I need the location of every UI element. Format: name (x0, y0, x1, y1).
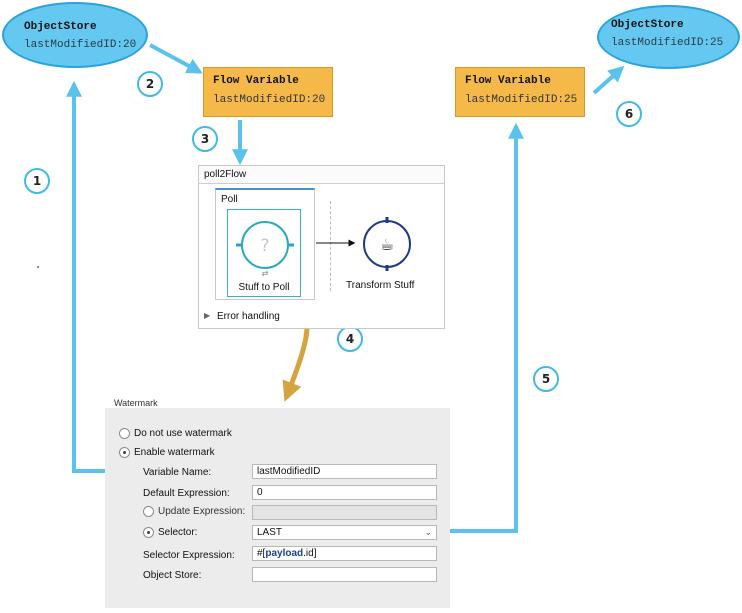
radio-enable-watermark[interactable] (119, 447, 130, 458)
object-store-label: Object Store: (143, 570, 202, 581)
default-expression-input[interactable]: 0 (252, 485, 437, 500)
refresh-arrows-icon: ⇄ (262, 269, 269, 278)
selector-dropdown[interactable]: LAST ⌄ (252, 525, 437, 540)
update-expression-label: Update Expression: (158, 506, 246, 517)
variable-name-input[interactable]: lastModifiedID (252, 464, 437, 479)
object-store-left: ObjectStore lastModifiedID:20 (2, 2, 148, 68)
badge-1: 1 (24, 168, 50, 194)
flow-variable-left: Flow Variable lastModifiedID:20 (203, 67, 333, 117)
radio-update-expression[interactable] (143, 506, 154, 517)
error-handling-expand-icon[interactable]: ▶ (204, 311, 211, 320)
flow-variable-left-value: lastModifiedID:20 (213, 94, 326, 106)
selector-expression-suffix: .id] (303, 548, 317, 559)
transform-component[interactable]: ☕ (359, 216, 415, 272)
variable-name-label: Variable Name: (143, 467, 212, 478)
option-none-label[interactable]: Do not use watermark (134, 428, 232, 439)
flow-variable-right: Flow Variable lastModifiedID:25 (455, 67, 585, 117)
poll-component-label: Stuff to Poll (238, 282, 290, 293)
poll-component-graphic: ? ⇄ (236, 221, 294, 278)
stray-dot (37, 266, 39, 268)
radio-selector[interactable] (143, 527, 154, 538)
poll-component[interactable]: ? ⇄ Stuff to Poll (227, 209, 301, 297)
default-expression-label: Default Expression: (143, 488, 230, 499)
question-mark-icon: ? (260, 236, 269, 256)
selector-expression-label: Selector Expression: (143, 550, 235, 561)
flow-title: poll2Flow (204, 169, 247, 180)
error-handling-label[interactable]: Error handling (217, 311, 280, 322)
badge-6: 6 (616, 101, 642, 127)
selector-expression-prefix: #[ (257, 548, 266, 559)
selector-expression-keyword: payload (265, 548, 304, 559)
arrow-6 (592, 65, 625, 95)
flow-variable-right-title: Flow Variable (465, 75, 551, 87)
object-store-left-title: ObjectStore (24, 21, 97, 33)
arrow-5 (440, 122, 524, 533)
option-enable-label[interactable]: Enable watermark (134, 447, 215, 458)
object-store-right-value: lastModifiedID:25 (611, 37, 724, 49)
poll-scope[interactable]: Poll ? ⇄ Stuff to Poll (215, 188, 315, 300)
flow-container: poll2Flow Poll ? ⇄ Stuff to Poll ☕ Trans… (198, 165, 445, 329)
badge-3: 3 (192, 126, 218, 152)
watermark-section-title: Watermark (114, 398, 158, 408)
watermark-panel: Do not use watermark Enable watermark Va… (105, 408, 450, 608)
poll-scope-label: Poll (221, 194, 238, 205)
badge-5: 5 (533, 366, 559, 392)
selector-expression-input[interactable]: #[payload.id] (252, 546, 437, 561)
flow-variable-left-title: Flow Variable (213, 75, 299, 87)
selector-label: Selector: (158, 527, 198, 538)
flow-separator (330, 201, 331, 291)
java-cup-icon: ☕ (380, 235, 394, 254)
update-expression-input[interactable] (252, 505, 437, 520)
connector-arrow (316, 239, 356, 247)
object-store-right-title: ObjectStore (611, 19, 684, 31)
flow-variable-right-value: lastModifiedID:25 (465, 94, 578, 106)
badge-2: 2 (137, 71, 163, 97)
transform-label: Transform Stuff (346, 280, 415, 291)
object-store-left-value: lastModifiedID:20 (24, 39, 137, 51)
flow-header: poll2Flow (199, 166, 444, 184)
chevron-down-icon: ⌄ (424, 527, 432, 537)
selector-value: LAST (257, 527, 283, 538)
object-store-input[interactable] (252, 567, 437, 582)
badge-4: 4 (337, 326, 363, 352)
arrow-2 (149, 43, 203, 74)
object-store-right: ObjectStore lastModifiedID:25 (597, 5, 740, 69)
radio-do-not-use-watermark[interactable] (119, 428, 130, 439)
